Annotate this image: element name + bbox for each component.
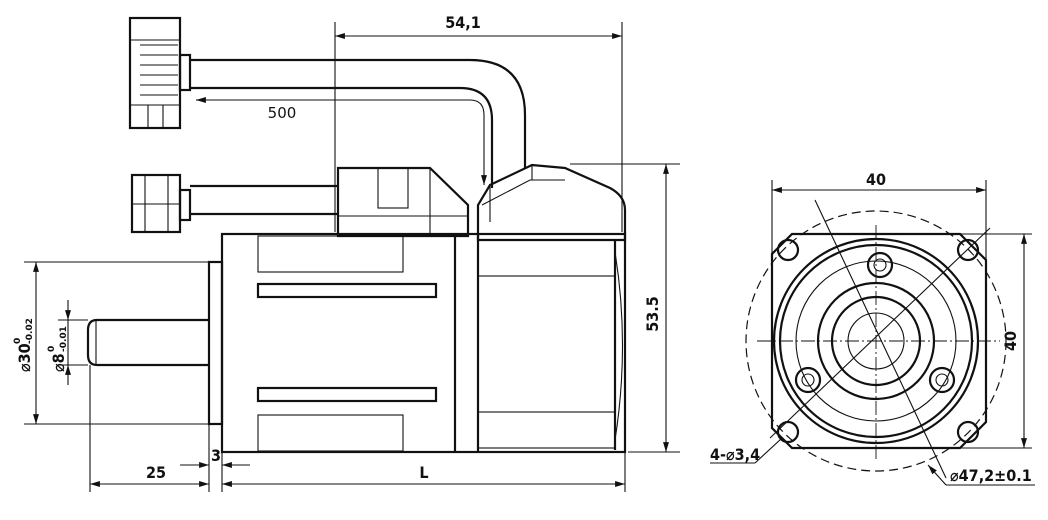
- dim-height: 53.5: [570, 163, 680, 453]
- motor-body: [220, 232, 627, 454]
- encoder-connector: [128, 16, 192, 130]
- callout-text-mounting-holes: 4-⌀3,4: [710, 445, 760, 464]
- dim-tol-flange-lower: -0.02: [25, 318, 35, 344]
- dim-text-40-top: 40: [866, 170, 886, 189]
- dim-text-500: 500: [268, 104, 297, 122]
- pitch-circle: [745, 210, 1007, 472]
- side-view: 54,1 500 53.5 ⌀30 0 -0.02: [13, 13, 680, 492]
- dim-text-3: 3: [211, 446, 221, 465]
- encoder-cable: [190, 58, 527, 188]
- encoder-cover: [476, 163, 627, 242]
- callout-mounting-holes: 4-⌀3,4: [710, 438, 782, 464]
- callout-pitch-circle: ⌀47,2±0.1: [927, 464, 1035, 486]
- dim-flange-diameter: ⌀30 0 -0.02: [13, 261, 209, 425]
- flange: [207, 260, 224, 426]
- dim-cable-to-flange: 54,1: [334, 13, 623, 232]
- callout-text-pitch-circle: ⌀47,2±0.1: [950, 466, 1032, 485]
- dim-text-54-1: 54,1: [445, 13, 481, 32]
- dim-bottom: 25 3 L: [89, 365, 626, 492]
- dim-tol-flange-upper: 0: [13, 338, 23, 344]
- dim-text-L: L: [419, 463, 428, 482]
- boss-holes: [794, 251, 956, 394]
- dim-text-40-right: 40: [1001, 331, 1020, 351]
- dim-text-25: 25: [146, 463, 166, 482]
- dim-square-width: 40: [771, 170, 987, 260]
- front-view: 40 40 4-⌀3,4 ⌀47,2±0.1: [710, 170, 1035, 486]
- dim-tol-shaft-lower: -0.01: [59, 326, 69, 352]
- dim-shaft-diameter: ⌀8 0 -0.01: [47, 300, 88, 385]
- power-gland: [336, 166, 470, 238]
- shaft: [86, 318, 209, 367]
- dim-text-shaft-diameter: ⌀8: [49, 353, 68, 372]
- power-connector: [130, 173, 338, 234]
- dim-text-flange-diameter: ⌀30: [15, 343, 34, 372]
- dim-tol-shaft-upper: 0: [47, 346, 57, 352]
- mounting-holes: [776, 238, 980, 444]
- dim-square-height: 40: [960, 233, 1032, 449]
- dim-text-53-5: 53.5: [643, 296, 662, 332]
